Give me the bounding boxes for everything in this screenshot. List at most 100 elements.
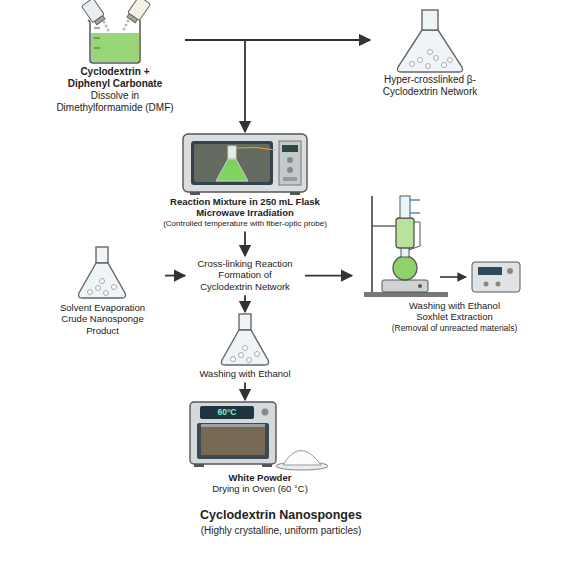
soxhlet-illustration-part bbox=[382, 280, 428, 292]
washing-flask: Washing with Ethanol bbox=[190, 312, 300, 382]
step-heading: Solvent Evaporation bbox=[44, 302, 161, 313]
oven-illustration-part bbox=[201, 427, 265, 455]
flow-arrow bbox=[244, 382, 246, 400]
soxhlet-illustration-part bbox=[409, 222, 420, 250]
beaker-illustration-part bbox=[105, 25, 108, 28]
soxhlet-illustration-part bbox=[472, 262, 520, 292]
microwave-illustration-part bbox=[279, 141, 301, 185]
step-text: Crude Nanosponge Product bbox=[44, 313, 161, 336]
flow-arrow bbox=[185, 40, 245, 132]
oven-illustration bbox=[190, 402, 328, 470]
flask-illustration bbox=[78, 247, 125, 298]
microwave-illustration-part bbox=[287, 157, 293, 163]
soxhlet-illustration-part bbox=[496, 282, 501, 287]
soxhlet-illustration-part bbox=[440, 276, 466, 278]
beaker-illustration-part bbox=[125, 24, 128, 27]
flask-illustration-part bbox=[422, 10, 438, 30]
flask-illustration-part bbox=[434, 56, 439, 61]
flask-illustration-part bbox=[239, 353, 244, 358]
drying-oven: White PowderDrying in Oven (60 °C) bbox=[150, 400, 370, 498]
step-heading: Cross-linking Reaction Formation of Cycl… bbox=[191, 258, 299, 292]
microwave-step: Reaction Mixture in 250 mL FlaskMicrowav… bbox=[140, 132, 350, 231]
microwave-illustration-part bbox=[183, 134, 307, 192]
product-flask: Hyper-crosslinked β-Cyclodextrin Network bbox=[370, 6, 490, 101]
microwave-illustration-part bbox=[228, 146, 236, 159]
step-heading: White Powder bbox=[154, 472, 366, 483]
flask-illustration-part bbox=[231, 357, 236, 362]
step-text: Soxhlet Extraction bbox=[356, 311, 553, 322]
beaker-illustration-part bbox=[123, 28, 126, 31]
beaker-illustration-part bbox=[94, 28, 100, 29]
beaker-illustration-part-part bbox=[127, 14, 137, 23]
flask-illustration-part bbox=[112, 285, 117, 290]
soxhlet-illustration-part bbox=[507, 268, 513, 274]
soxhlet-illustration-part bbox=[364, 292, 448, 297]
microwave-illustration-part bbox=[290, 192, 300, 195]
soxhlet-illustration-part bbox=[396, 218, 414, 248]
microwave-illustration-part bbox=[216, 159, 248, 181]
flask-illustration bbox=[221, 314, 268, 365]
flow-arrow bbox=[244, 231, 246, 256]
flask-illustration-part bbox=[96, 286, 101, 291]
microwave-illustration-part bbox=[283, 177, 297, 181]
flask-illustration-part bbox=[428, 50, 433, 55]
soxhlet-step: Washing with EthanolSoxhlet Extraction(R… bbox=[352, 192, 557, 336]
microwave-illustration-part bbox=[190, 192, 200, 195]
microwave-illustration-part bbox=[194, 144, 270, 182]
step-text: (Controlled temperature with fiber-optic… bbox=[144, 219, 346, 229]
microwave-illustration-part bbox=[236, 147, 276, 150]
soxhlet-illustration-part bbox=[371, 196, 373, 292]
soxhlet-illustration-part bbox=[393, 256, 417, 280]
oven-illustration-part bbox=[201, 424, 265, 427]
beaker-illustration-part bbox=[107, 29, 110, 32]
beaker-illustration-part bbox=[88, 20, 140, 63]
flask-illustration-part bbox=[418, 58, 423, 63]
beaker-illustration-part-part bbox=[94, 16, 104, 25]
oven-illustration-part bbox=[197, 423, 269, 459]
step-heading: Washing with Ethanol bbox=[194, 368, 296, 379]
step-heading: Reaction Mixture in 250 mL Flask bbox=[144, 196, 346, 207]
flow-arrow bbox=[244, 295, 246, 312]
beaker-illustration-part bbox=[94, 48, 100, 49]
soxhlet-illustration-part bbox=[478, 267, 502, 275]
oven-illustration-part bbox=[200, 406, 254, 419]
step-text: Dissolve in Dimethylformamide (DMF) bbox=[49, 90, 181, 114]
flask-illustration-part bbox=[448, 58, 453, 63]
diagram-title: Cyclodextrin Nanosponges bbox=[0, 508, 562, 522]
step-heading: Hyper-crosslinked β-Cyclodextrin Network bbox=[374, 74, 486, 98]
microwave-illustration bbox=[183, 134, 307, 195]
flask-illustration-part bbox=[104, 291, 109, 296]
soxhlet-illustration-part bbox=[484, 282, 489, 287]
flask-illustration-part bbox=[410, 62, 415, 67]
display-reading: 60°C bbox=[200, 406, 254, 419]
beaker-illustration-part bbox=[91, 33, 139, 62]
flask-illustration-part bbox=[100, 279, 105, 284]
beaker-illustration-part bbox=[103, 21, 106, 24]
oven-illustration-part bbox=[283, 451, 321, 466]
microwave-illustration-part bbox=[282, 145, 298, 152]
flask-illustration bbox=[397, 10, 462, 72]
flask-illustration-part bbox=[426, 64, 431, 69]
flask-illustration-part bbox=[78, 263, 125, 298]
flow-arrow bbox=[305, 275, 352, 277]
oven-illustration-part bbox=[262, 409, 269, 416]
oven-illustration-part bbox=[190, 402, 276, 464]
flask-illustration-part bbox=[442, 63, 447, 68]
step-heading: Washing with Ethanol bbox=[356, 300, 553, 311]
oven-illustration-part bbox=[262, 464, 272, 467]
diagram-caption: (Highly crystalline, uniform particles) bbox=[0, 525, 562, 536]
flask-illustration-part bbox=[221, 330, 268, 365]
microwave-illustration-part bbox=[287, 167, 293, 173]
soxhlet-illustration bbox=[364, 196, 520, 297]
soxhlet-illustration-part bbox=[400, 196, 410, 218]
step-heading: Cyclodextrin + Diphenyl Carbonate bbox=[61, 66, 169, 90]
step-text: Microwave Irradiation bbox=[144, 207, 346, 218]
evaporation-flask: Solvent EvaporationCrude Nanosponge Prod… bbox=[40, 244, 165, 339]
flask-illustration-part bbox=[243, 346, 248, 351]
reaction-step: Cross-linking Reaction Formation of Cycl… bbox=[185, 256, 305, 295]
soxhlet-illustration-part bbox=[410, 199, 420, 201]
flask-illustration-part bbox=[96, 247, 108, 263]
beaker-illustration-part bbox=[94, 38, 100, 39]
flask-illustration-part bbox=[239, 314, 251, 330]
